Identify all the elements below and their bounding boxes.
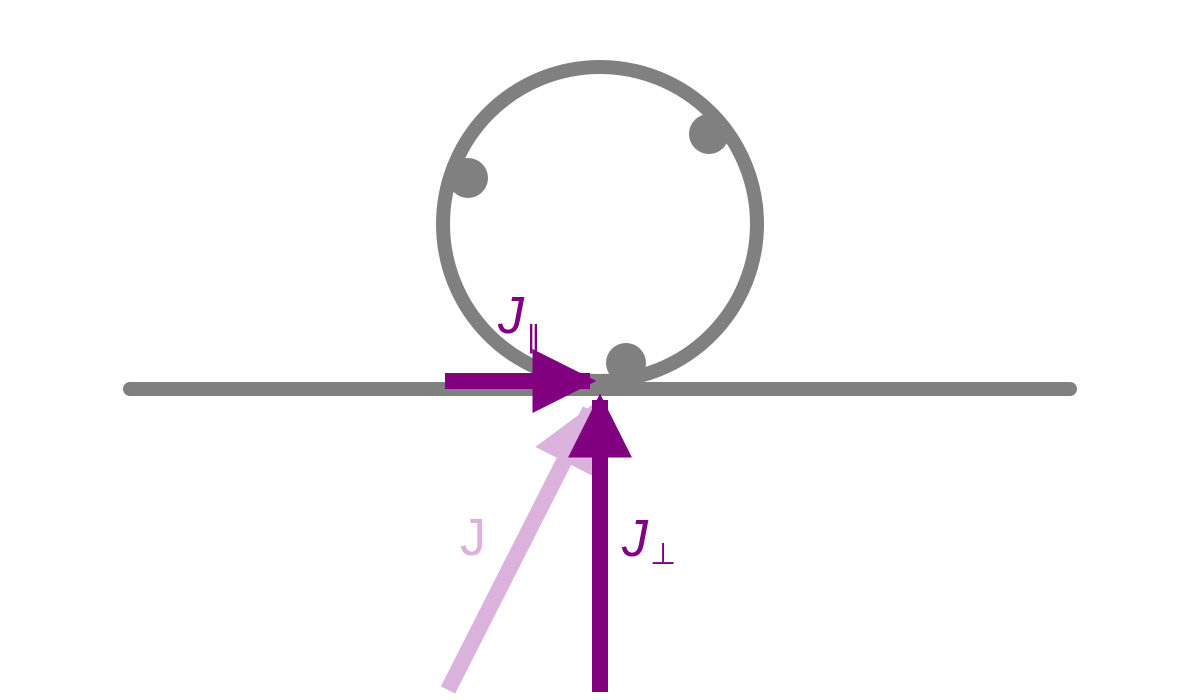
loop-bump-left: [448, 158, 488, 198]
loop-bump-bottom: [606, 343, 646, 383]
j-perp-main: J: [621, 510, 649, 568]
j-perp-label: J⊥: [621, 510, 676, 571]
j-label: J: [460, 509, 486, 567]
j-main: J: [460, 509, 486, 567]
j-parallel-main: J: [497, 287, 525, 345]
loop-bump-upper-right: [689, 114, 729, 154]
j-arrow: [440, 404, 598, 694]
loop-circle: [436, 60, 764, 388]
j-parallel-sub: ∥: [526, 321, 541, 354]
j-parallel-label: J∥: [497, 287, 541, 354]
j-perp-sub: ⊥: [650, 538, 676, 571]
